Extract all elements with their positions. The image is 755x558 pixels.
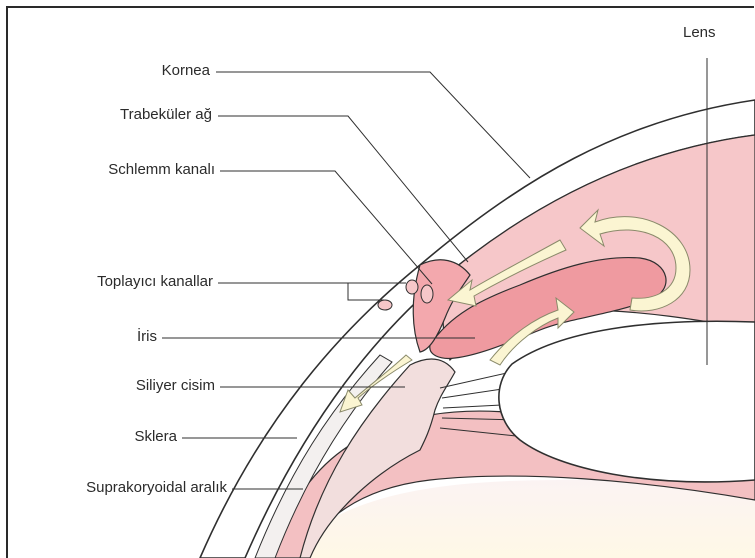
label-iris: İris	[100, 328, 157, 346]
label-lens: Lens	[683, 24, 716, 42]
collector-channel-1	[406, 280, 418, 294]
label-toplayici-kanallar: Toplayıcı kanallar	[20, 273, 213, 291]
label-siliyer-cisim: Siliyer cisim	[60, 377, 215, 395]
collector-channel-2	[421, 285, 433, 303]
label-schlemm-kanali: Schlemm kanalı	[40, 161, 215, 179]
label-sklera: Sklera	[60, 428, 177, 446]
label-kornea: Kornea	[100, 62, 210, 80]
collector-channel-3	[378, 300, 392, 310]
label-trabekuler-ag: Trabeküler ağ	[60, 106, 212, 124]
label-suprakoryoidal-aralik: Suprakoryoidal aralık	[14, 479, 227, 497]
